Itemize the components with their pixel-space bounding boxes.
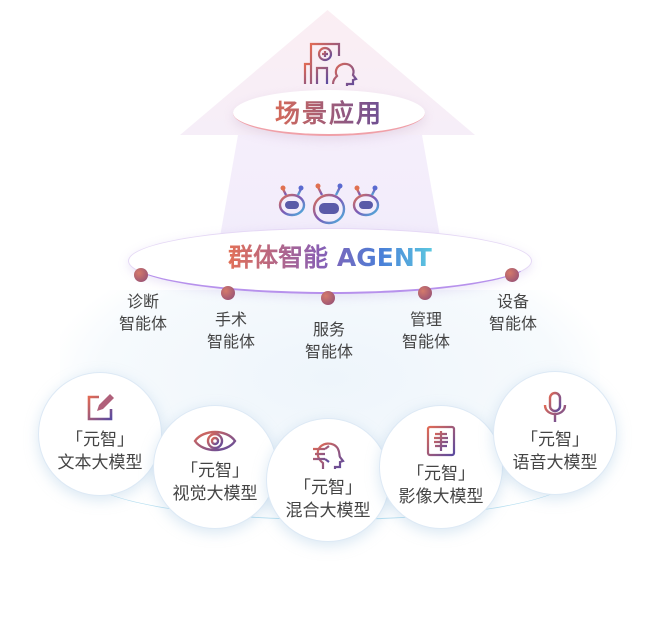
xray-icon (426, 425, 456, 457)
agent-dot (221, 286, 235, 300)
model-label: 视觉大模型 (172, 484, 258, 504)
agent-title: 群体智能 AGENT (228, 238, 432, 274)
agent-label: 手术 (214, 310, 247, 329)
agent-dot (505, 268, 519, 282)
model-label: 语音大模型 (512, 453, 598, 473)
agent-label: 智能体 (401, 332, 450, 351)
scene-title: 场景应用 (275, 94, 383, 130)
agent-service: 服务智能体 (289, 319, 369, 363)
agent-device: 设备智能体 (473, 291, 553, 335)
edit-icon (87, 394, 114, 421)
head-network-icon (313, 442, 345, 469)
model-label: 「元智」 (407, 464, 475, 484)
agent-label: 智能体 (206, 332, 255, 351)
agent-label: 服务 (312, 320, 345, 339)
agent-surgery: 手术智能体 (191, 309, 271, 353)
agent-dot (134, 268, 148, 282)
agent-label: 智能体 (304, 342, 353, 361)
microphone-icon (543, 391, 567, 422)
agent-diagnosis: 诊断智能体 (103, 291, 183, 335)
model-label: 「元智」 (294, 478, 362, 498)
model-label: 混合大模型 (285, 501, 371, 521)
agent-label: 设备 (496, 292, 529, 311)
model-text: 「元智」文本大模型 (38, 372, 162, 496)
agent-label: 管理 (409, 310, 442, 329)
agent-management: 管理智能体 (386, 309, 466, 353)
robots-icon (278, 183, 380, 225)
agent-dot (418, 286, 432, 300)
swarm-agent-node: 群体智能 AGENT (128, 228, 532, 294)
model-label: 「元智」 (66, 430, 134, 450)
model-label: 「元智」 (521, 430, 589, 450)
agent-dot (321, 291, 335, 305)
model-vision: 「元智」视觉大模型 (153, 405, 277, 529)
model-label: 「元智」 (181, 461, 249, 481)
model-imaging: 「元智」影像大模型 (379, 405, 503, 529)
eye-icon (193, 430, 237, 452)
agent-label: 诊断 (126, 292, 159, 311)
model-label: 影像大模型 (398, 487, 484, 507)
scene-application-node: 场景应用 (233, 90, 425, 136)
model-hybrid: 「元智」混合大模型 (266, 418, 390, 542)
agent-label: 智能体 (488, 314, 537, 333)
model-speech: 「元智」语音大模型 (493, 371, 617, 495)
agent-label: 智能体 (118, 314, 167, 333)
model-label: 文本大模型 (57, 453, 143, 473)
hospital-person-icon (303, 42, 358, 86)
